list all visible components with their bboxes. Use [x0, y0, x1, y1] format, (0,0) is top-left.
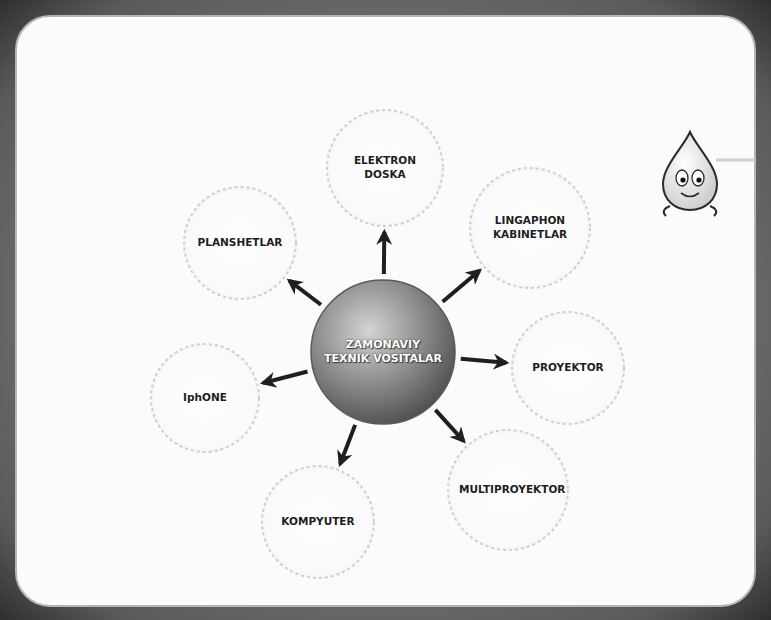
arrow-connector [443, 271, 480, 302]
node-label-group: LINGAPHON KABINETLAR [481, 214, 579, 241]
node-label-group: PLANSHETLAR [198, 236, 283, 250]
slide-panel [16, 16, 755, 606]
arrow-connector [289, 281, 321, 305]
circle-shape [262, 466, 374, 578]
node-label-group: PROYEKTOR [532, 361, 603, 375]
tool-circle: ELEKTRON DOSKA [325, 108, 445, 228]
node-label-group: MULTIPROYEKTOR [459, 483, 557, 497]
node-label-group: ELEKTRON DOSKA [338, 154, 432, 181]
circle-shape [512, 312, 624, 424]
hub-label: ZAMONAVIY TEXNIK VOSITALAR [322, 338, 444, 367]
tool-label: IphONE [183, 391, 227, 405]
tool-label: ELEKTRON DOSKA [338, 154, 432, 181]
tool-circle: KOMPYUTER [260, 464, 376, 580]
circle-shape [327, 110, 443, 226]
tool-label: LINGAPHON KABINETLAR [481, 214, 579, 241]
node-label-group: KOMPYUTER [281, 515, 354, 529]
arrow-connector [382, 232, 386, 274]
tool-circle: PROYEKTOR [510, 310, 626, 426]
tool-circle: IphONE [149, 342, 261, 454]
arrow-connector [340, 425, 355, 464]
tool-label: PROYEKTOR [532, 361, 603, 375]
tool-circle: LINGAPHON KABINETLAR [468, 166, 592, 290]
node-label-group: ZAMONAVIY TEXNIK VOSITALAR [322, 338, 444, 367]
decor-line [716, 159, 755, 162]
tool-label: MULTIPROYEKTOR [459, 483, 557, 497]
circle-shape [448, 430, 568, 550]
arrow-connector [263, 372, 307, 383]
circle-shape [151, 344, 259, 452]
tool-label: PLANSHETLAR [198, 236, 283, 250]
droplet-mascot [663, 132, 717, 216]
circle-shape [470, 168, 590, 288]
circle-shape [184, 187, 296, 299]
tool-circle: MULTIPROYEKTOR [446, 428, 570, 552]
arrow-connector [461, 359, 507, 363]
arrow-connector [435, 410, 463, 441]
tool-label: KOMPYUTER [281, 515, 354, 529]
circle-shape [311, 280, 455, 424]
tool-circle: PLANSHETLAR [182, 185, 298, 301]
node-label-group: IphONE [183, 391, 227, 405]
hub-circle: ZAMONAVIY TEXNIK VOSITALAR [309, 278, 457, 426]
